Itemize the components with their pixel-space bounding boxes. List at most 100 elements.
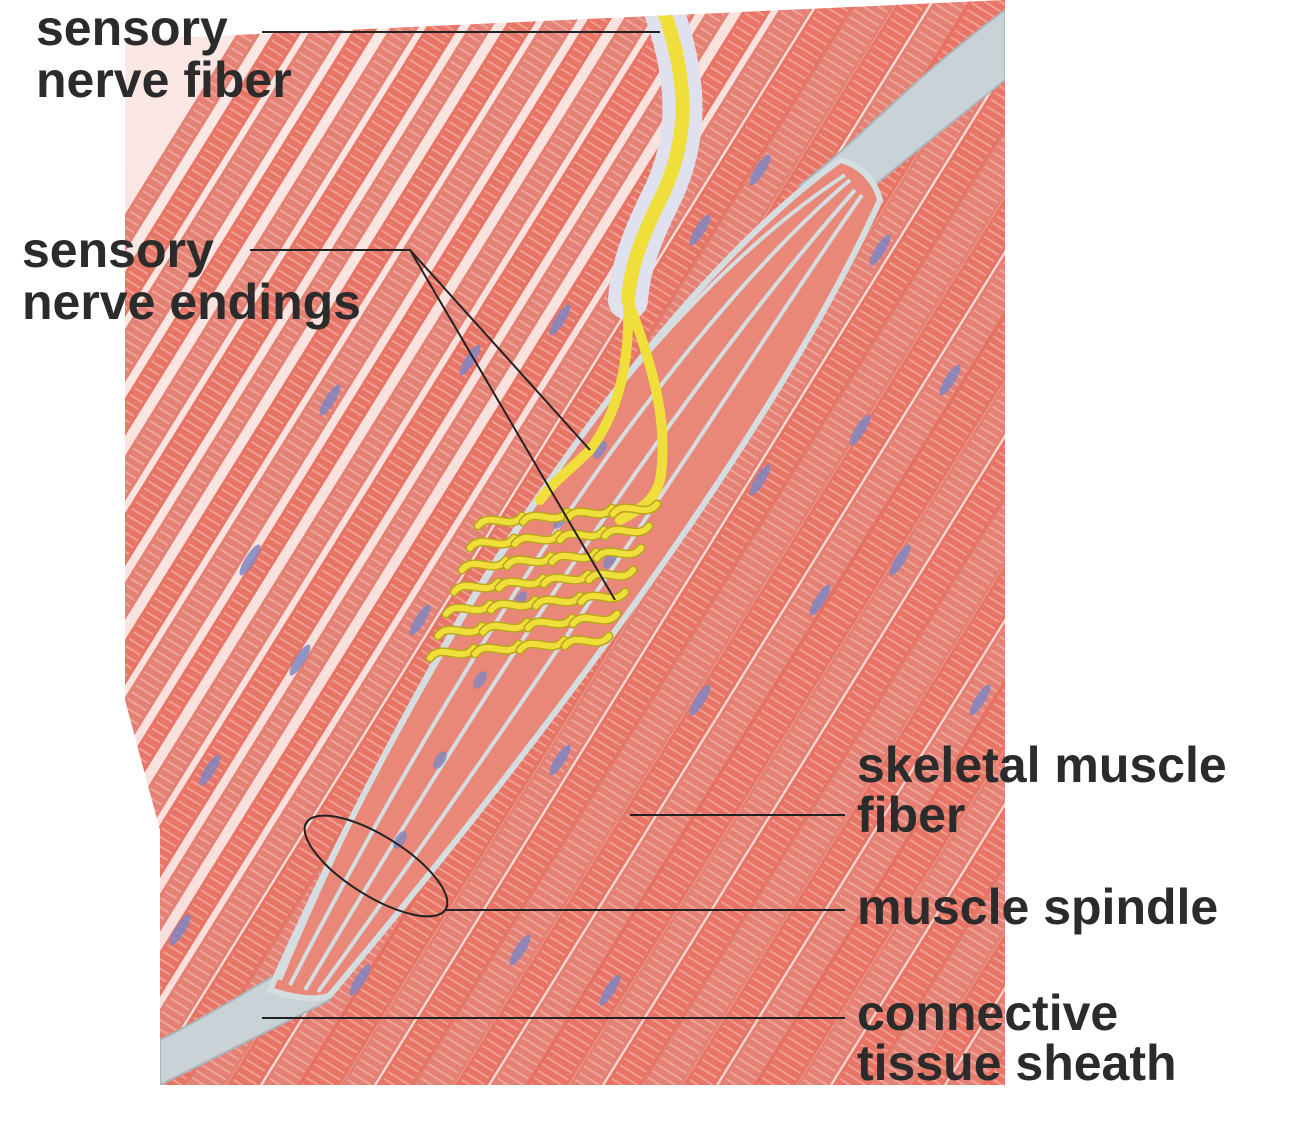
muscle-fiber <box>1184 0 1314 1100</box>
muscle-fiber <box>1108 0 1314 1100</box>
muscle-fiber <box>125 0 338 1085</box>
nerve-coil <box>517 637 567 653</box>
muscle-fiber <box>790 0 1005 1085</box>
nerve-coil <box>512 531 562 547</box>
nucleus <box>349 964 371 996</box>
muscle-fiber-striations <box>525 0 1005 1085</box>
nerve-coil <box>557 527 607 543</box>
muscle-fiber-striations <box>452 0 1005 1085</box>
intrafusal-fiber <box>303 188 857 992</box>
muscle-fiber-striations <box>1070 0 1314 1100</box>
muscle-fiber <box>712 0 1005 1085</box>
muscle-fiber-striations <box>146 0 870 1085</box>
nerve-coil <box>565 505 615 521</box>
label-muscle-spindle: muscle spindle <box>857 879 1218 935</box>
muscle-fiber-striations <box>125 0 716 1085</box>
nerve-coil <box>451 579 501 595</box>
nerve-fiber-axon <box>621 0 690 307</box>
nucleus <box>749 464 771 496</box>
nucleus <box>509 934 531 966</box>
nerve-coil <box>533 593 583 609</box>
label-sensory-nerve-fiber: sensory nerve fiber <box>36 0 292 108</box>
nerve-coil <box>562 633 612 649</box>
nerve-coil <box>496 575 546 591</box>
nucleus <box>169 914 191 946</box>
nerve-coil <box>578 589 628 605</box>
nerve-coil <box>435 623 485 639</box>
nucleus <box>549 304 571 336</box>
muscle-fiber-striations <box>125 0 522 1085</box>
nerve-coil <box>602 523 652 539</box>
nerve-coil <box>525 615 575 631</box>
muscle-fiber-striations <box>1108 0 1314 1100</box>
muscle-fiber <box>125 0 412 1085</box>
muscle-fiber-striations <box>125 0 830 1085</box>
muscle-fiber <box>1032 0 1314 1100</box>
nerve-coil <box>475 513 525 529</box>
spindle-nucleus <box>473 671 487 689</box>
nerve-coil <box>610 501 660 517</box>
nucleus <box>689 214 711 246</box>
nerve-coil <box>541 571 591 587</box>
muscle-fiber-striations <box>411 0 1005 1085</box>
nucleus <box>889 544 911 576</box>
muscle-fiber-striations <box>1184 0 1314 1100</box>
muscle-fiber-striations <box>125 0 602 1085</box>
intrafusal-fiber <box>288 178 852 986</box>
nucleus <box>689 684 711 716</box>
muscle-fiber-striations <box>125 0 562 1085</box>
leader-sensory-nerve-endings-2 <box>409 249 616 601</box>
muscle-fiber-striations <box>1222 0 1314 1100</box>
nerve-coil <box>459 557 509 573</box>
spindle-nucleus <box>593 441 607 459</box>
muscle-fiber-striations <box>1032 0 1314 1100</box>
muscle-panel <box>125 0 1314 1100</box>
nerve-coil <box>520 509 570 525</box>
nerve-branch-left <box>535 295 634 505</box>
spindle-nucleus <box>433 751 447 769</box>
muscle-fiber-striations <box>125 0 750 1085</box>
muscle-fiber-striations <box>125 0 636 1085</box>
nerve-coil <box>594 545 644 561</box>
muscle-fiber <box>748 0 1005 1085</box>
nucleus <box>199 754 221 786</box>
nucleus <box>549 744 571 776</box>
nerve-coil <box>586 567 636 583</box>
muscle-fiber <box>1070 0 1314 1100</box>
labels: sensory nerve fiber sensory nerve ending… <box>22 0 1241 1091</box>
nerve-coil <box>467 535 517 551</box>
muscle-fiber-striations <box>981 0 1005 1085</box>
label-sensory-nerve-endings: sensory nerve endings <box>22 222 361 330</box>
muscle-fiber-striations <box>1146 0 1314 1100</box>
muscle-fiber-striations <box>125 0 488 1085</box>
muscle-fiber <box>862 0 1005 1085</box>
nucleus <box>849 414 871 446</box>
muscle-fiber-striations <box>125 0 790 1085</box>
nucleus <box>289 644 311 676</box>
nucleus <box>239 544 261 576</box>
nucleus <box>599 974 621 1006</box>
muscle-fiber <box>1146 0 1314 1100</box>
nucleus <box>969 684 991 716</box>
muscle-fiber-striations <box>944 0 1005 1085</box>
nerve-coil <box>472 641 522 657</box>
muscle-fiber <box>1222 0 1314 1100</box>
muscle-fiber-striations <box>566 0 1005 1085</box>
label-skeletal-muscle-fiber: skeletal muscle fiber <box>857 737 1241 843</box>
muscle-fiber-striations <box>374 0 1005 1085</box>
nucleus <box>409 604 431 636</box>
muscle-fiber-striations <box>125 0 676 1085</box>
muscle-fiber <box>940 0 1005 1085</box>
nerve-coil <box>488 597 538 613</box>
nucleus <box>869 234 891 266</box>
nerve-coil <box>504 553 554 569</box>
nucleus <box>809 584 831 616</box>
muscle-fiber-striations <box>602 0 1005 1085</box>
muscle-fiber <box>125 0 298 1085</box>
nerve-coil <box>443 601 493 617</box>
muscle-fiber <box>976 0 1005 1085</box>
sensory-nerve-endings <box>425 499 662 663</box>
label-connective-tissue-sheath: connective tissue sheath <box>857 985 1177 1091</box>
